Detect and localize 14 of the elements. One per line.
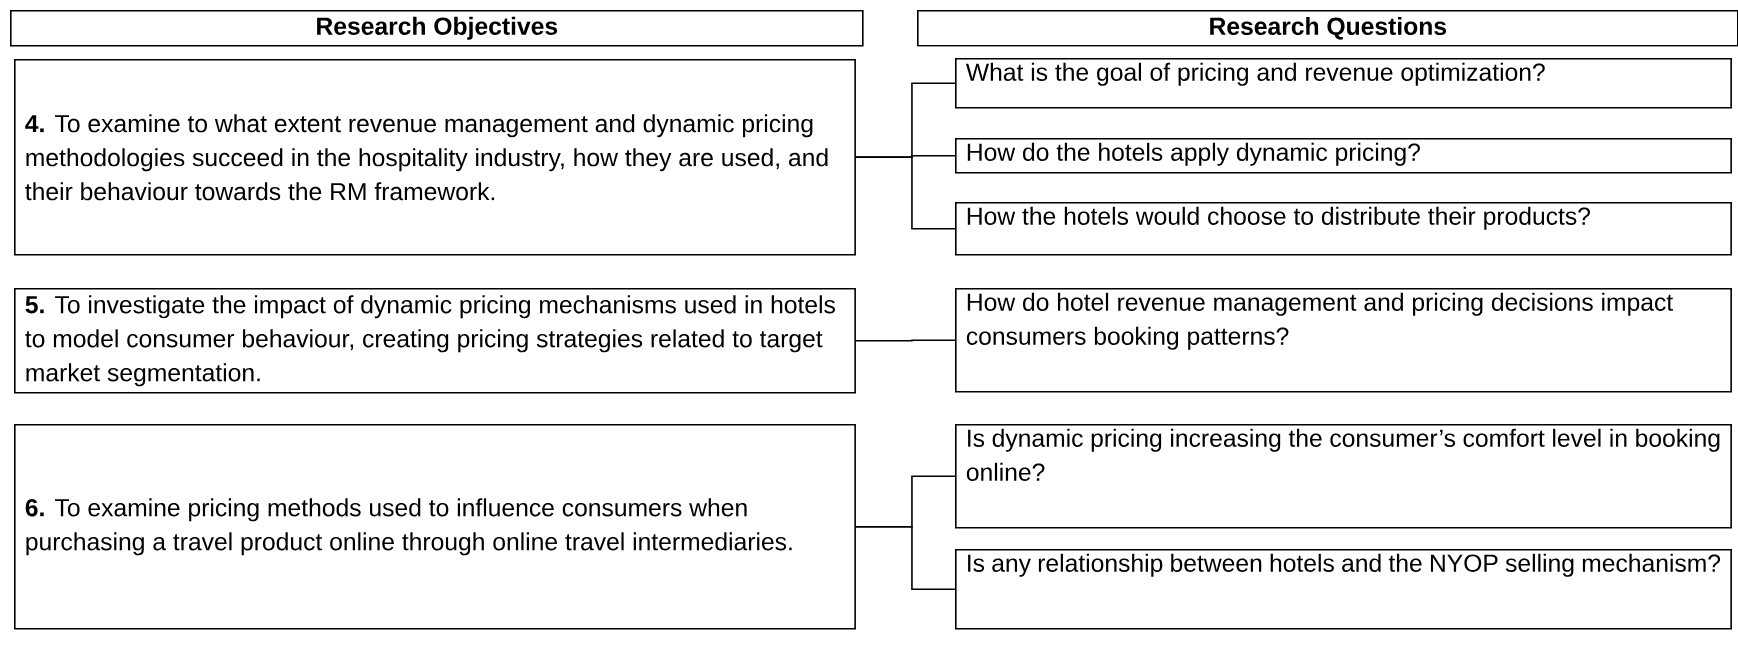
question-box: Is any relationship between hotels and the NYOP selling mechanism?: [955, 549, 1732, 630]
objective-box: 6. To examine pricing methods used to influence consumers when purchasing a travel product online through online travel intermediaries.: [14, 424, 856, 630]
connector-line: [855, 526, 956, 591]
question-box: How do the hotels apply dynamic pricing?: [955, 138, 1732, 174]
column-header: Research Objectives: [10, 10, 864, 47]
connector-line: [855, 339, 956, 342]
objective-box: 4. To examine to what extent revenue management and dynamic pricing methodologies succeed in the hospitality industry, how they are used, and their behaviour towards the RM framework.: [14, 59, 856, 256]
column-header: Research Questions: [917, 10, 1738, 47]
question-box: How do hotel revenue management and pricing decisions impact consumers booking patterns?: [955, 288, 1732, 393]
connector-line: [855, 156, 956, 230]
question-box: What is the goal of pricing and revenue optimization?: [955, 58, 1732, 109]
question-box: Is dynamic pricing increasing the consumer’s comfort level in booking online?: [955, 424, 1732, 529]
question-box: How the hotels would choose to distribute their products?: [955, 202, 1732, 256]
objective-box: 5. To investigate the impact of dynamic pricing mechanisms used in hotels to model consumer behaviour, creating pricing strategies related to target market segmentation.: [14, 288, 856, 394]
